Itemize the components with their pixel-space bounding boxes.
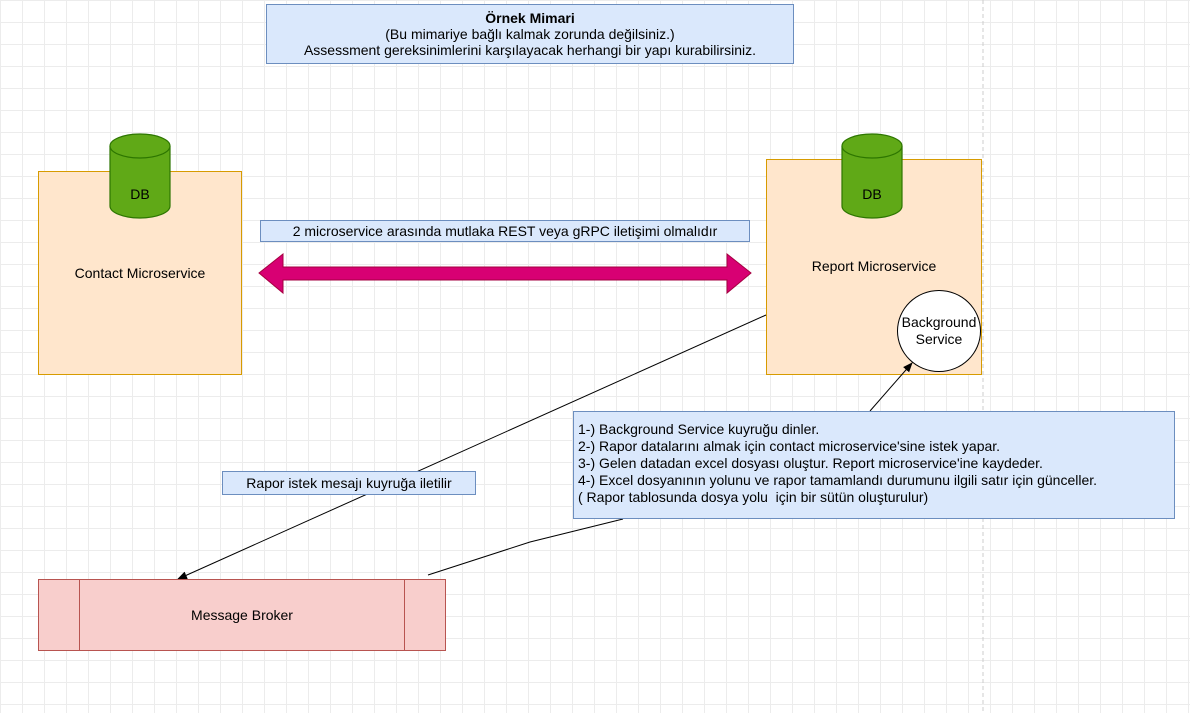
- broker-left-divider: [79, 580, 80, 650]
- step-note: ( Rapor tablosunda dosya yolu için bir s…: [578, 489, 929, 505]
- step-1: 1-) Background Service kuyruğu dinler.: [578, 421, 820, 437]
- step-4: 4-) Excel dosyanının yolunu ve rapor tam…: [578, 472, 1098, 488]
- message-broker-label: Message Broker: [191, 607, 293, 623]
- background-service[interactable]: Background Service: [897, 290, 981, 372]
- step-2: 2-) Rapor datalarını almak için contact …: [578, 438, 1001, 454]
- rest-grpc-note-text: 2 microservice arasında mutlaka REST vey…: [292, 223, 718, 239]
- queue-message-note-text: Rapor istek mesajı kuyruğa iletilir: [246, 475, 452, 491]
- background-steps-note: 1-) Background Service kuyruğu dinler. 2…: [573, 411, 1175, 519]
- report-to-broker-connector[interactable]: [177, 314, 767, 580]
- rest-double-arrow[interactable]: [258, 252, 752, 295]
- title-note-line1: (Bu mimariye bağlı kalmak zorunda değils…: [385, 26, 675, 42]
- background-service-line2: Service: [915, 331, 963, 347]
- broker-to-background-connector[interactable]: [427, 518, 624, 576]
- steps-to-background-connector[interactable]: [869, 362, 913, 412]
- report-db-icon[interactable]: DB: [840, 132, 904, 222]
- rest-grpc-note: 2 microservice arasında mutlaka REST vey…: [260, 220, 750, 242]
- title-note-title: Örnek Mimari: [485, 10, 575, 26]
- report-db-label: DB: [862, 186, 882, 202]
- title-note-line2: Assessment gereksinimlerini karşılayacak…: [303, 42, 757, 58]
- broker-right-divider: [404, 580, 405, 650]
- queue-message-note: Rapor istek mesajı kuyruğa iletilir: [222, 471, 476, 495]
- title-note: Örnek Mimari (Bu mimariye bağlı kalmak z…: [266, 4, 794, 64]
- contact-db-icon[interactable]: DB: [108, 132, 172, 222]
- message-broker[interactable]: Message Broker: [38, 579, 446, 651]
- report-microservice-label: Report Microservice: [811, 257, 937, 274]
- contact-db-label: DB: [130, 186, 150, 202]
- background-service-line1: Background: [901, 314, 977, 330]
- contact-microservice-label: Contact Microservice: [74, 265, 206, 281]
- step-3: 3-) Gelen datadan excel dosyası oluştur.…: [578, 455, 1043, 471]
